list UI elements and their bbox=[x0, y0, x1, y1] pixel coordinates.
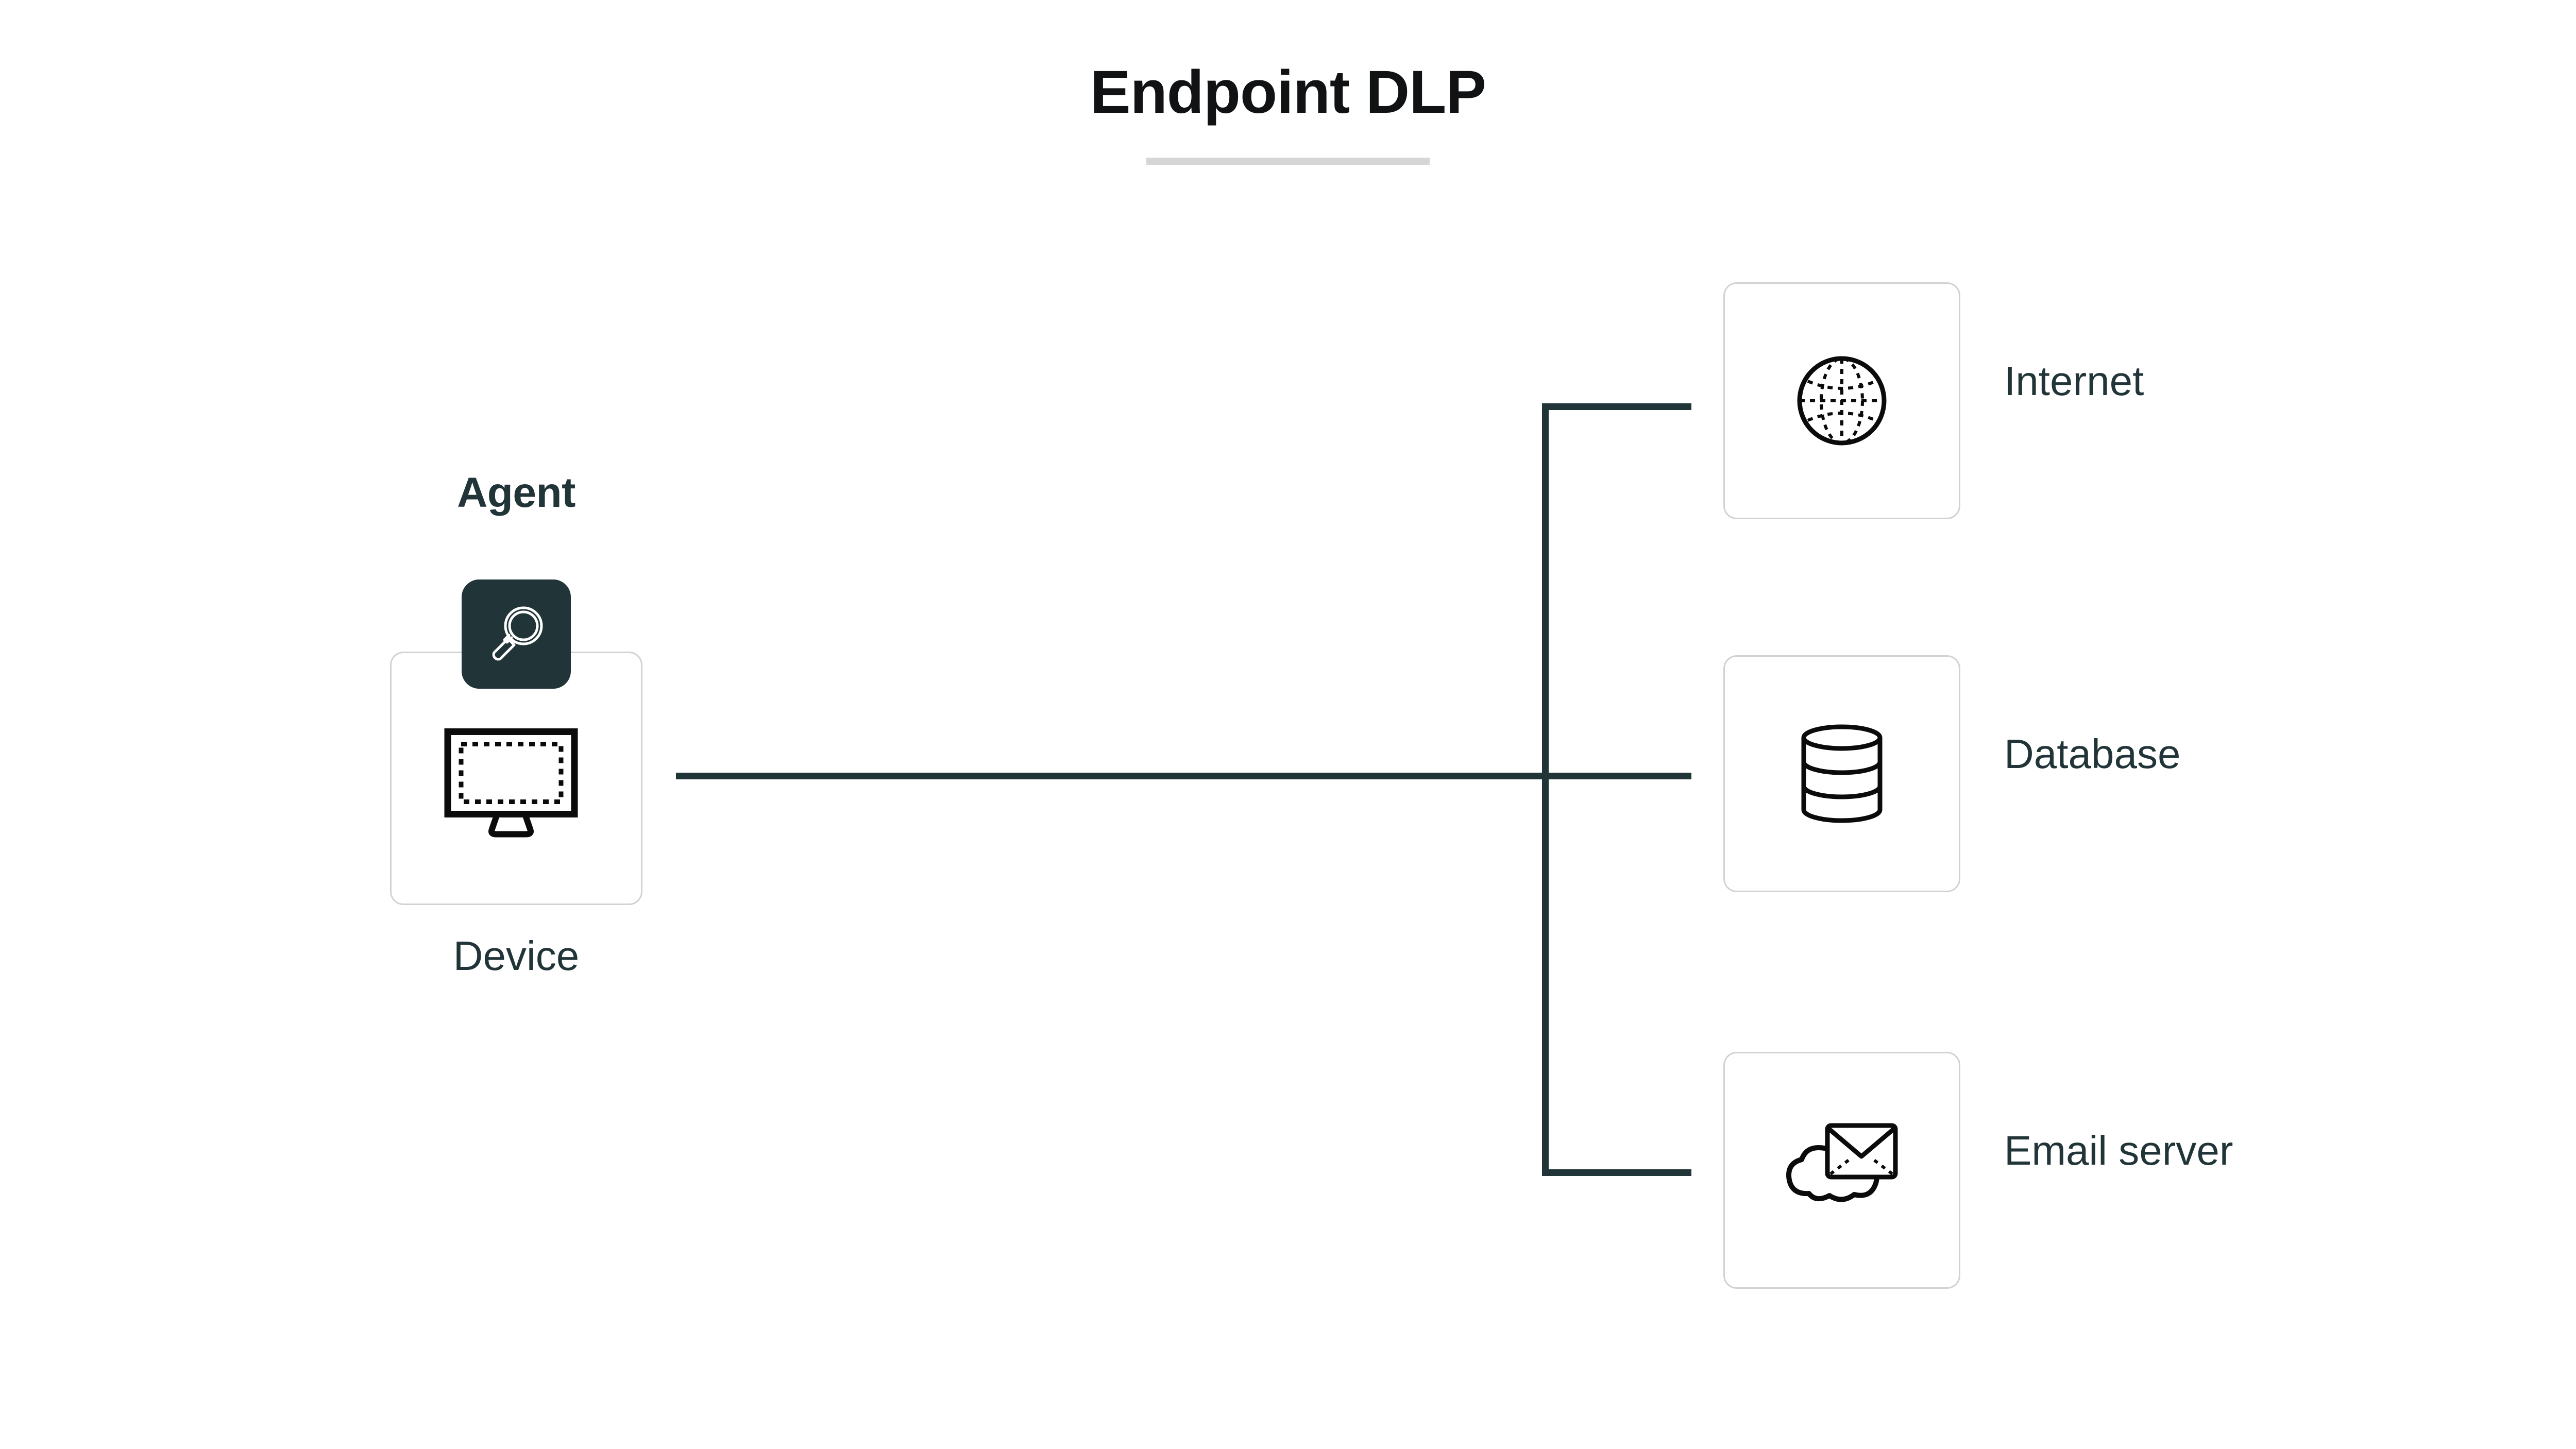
globe-icon bbox=[1797, 356, 1887, 446]
database-label: Database bbox=[2004, 731, 2181, 777]
internet-label: Internet bbox=[2004, 358, 2144, 404]
internet-card[interactable] bbox=[1723, 282, 1960, 519]
internet-node[interactable] bbox=[1723, 282, 1960, 519]
cloud-envelope-icon bbox=[1786, 1123, 1898, 1202]
monitor-icon bbox=[444, 728, 578, 838]
title-block: Endpoint DLP bbox=[0, 62, 2576, 165]
connector-device-to-trunk bbox=[676, 773, 1549, 779]
agent-badge[interactable] bbox=[462, 579, 571, 689]
connector-branch-email bbox=[1542, 1169, 1691, 1176]
device-card[interactable] bbox=[390, 652, 642, 905]
page-title: Endpoint DLP bbox=[1090, 58, 1486, 126]
database-card[interactable] bbox=[1723, 655, 1960, 892]
agent-label: Agent bbox=[457, 469, 575, 516]
device-label: Device bbox=[453, 933, 580, 979]
magnifying-glass-icon bbox=[492, 606, 543, 661]
database-node[interactable] bbox=[1723, 655, 1960, 892]
connector-branch-internet bbox=[1542, 403, 1691, 410]
database-cylinder-icon bbox=[1801, 724, 1883, 823]
title-underline-rule bbox=[1146, 158, 1430, 165]
connector-vertical-trunk bbox=[1542, 403, 1549, 1176]
email-server-card[interactable] bbox=[1723, 1052, 1960, 1289]
device-node[interactable] bbox=[390, 579, 642, 905]
email-server-label: Email server bbox=[2004, 1128, 2233, 1173]
email-server-node[interactable] bbox=[1723, 1052, 1960, 1289]
connector-branch-database bbox=[1542, 773, 1691, 779]
